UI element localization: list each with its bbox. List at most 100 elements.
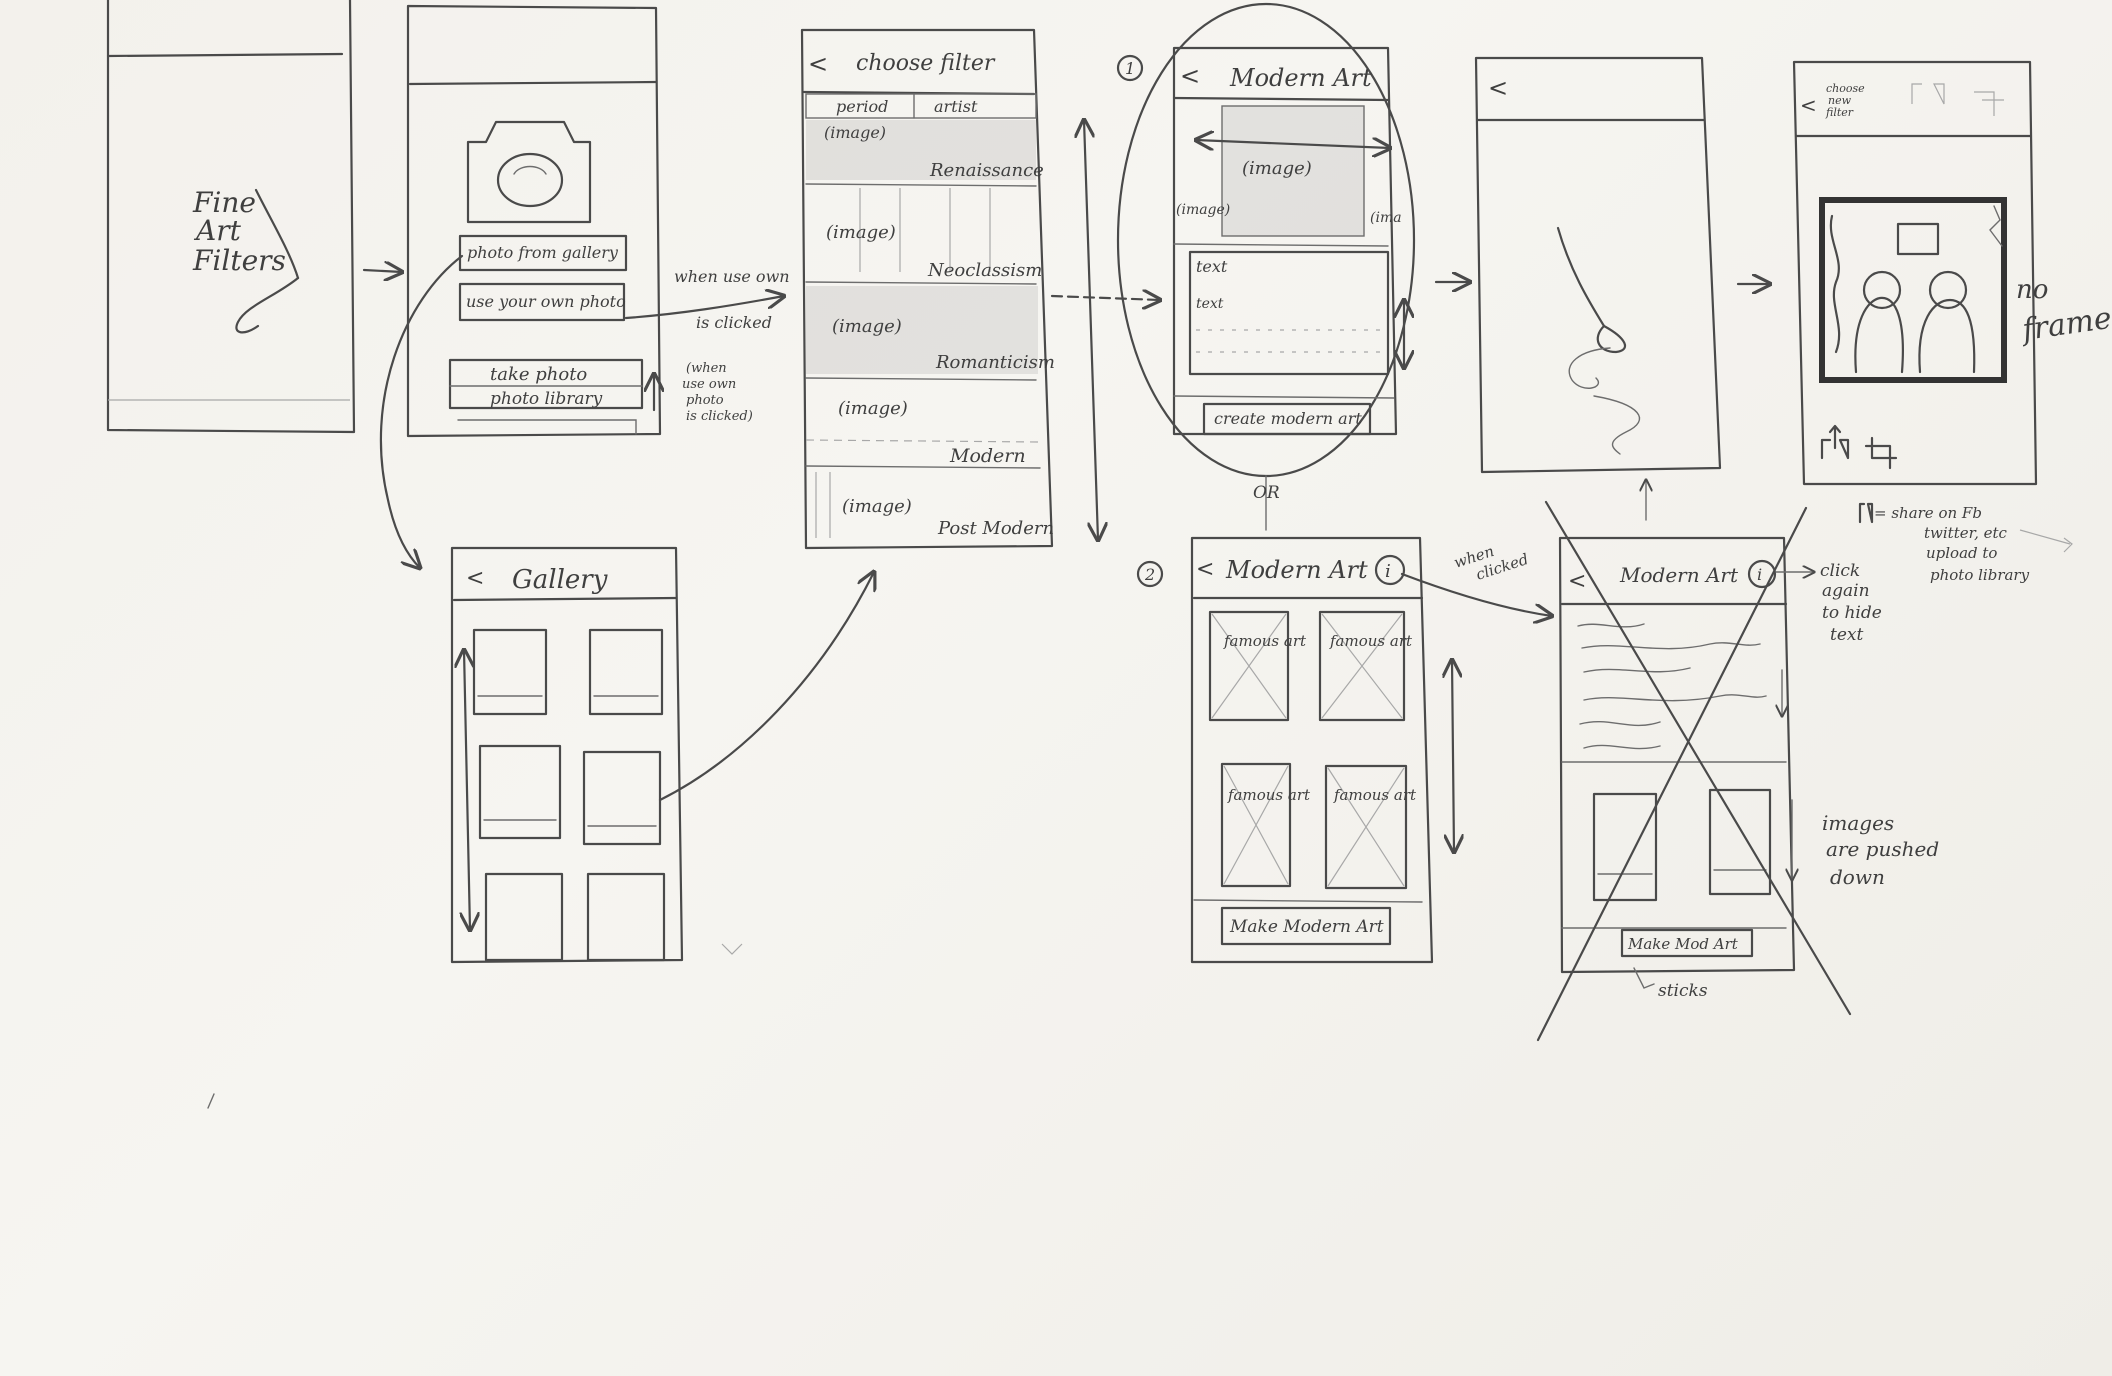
- grid-title: Modern Art: [1225, 556, 1368, 584]
- info-icon: i: [1757, 565, 1762, 584]
- svg-text:upload to: upload to: [1926, 544, 1997, 562]
- grid-back-button[interactable]: <: [1196, 557, 1214, 582]
- result-artwork: [1819, 197, 2007, 383]
- svg-text:(image): (image): [826, 222, 896, 243]
- note-no-frame-1: no: [2016, 275, 2048, 305]
- info-button[interactable]: i: [1374, 554, 1406, 586]
- gallery-back-button[interactable]: <: [466, 566, 484, 591]
- carousel-image-left: (image): [1176, 202, 1230, 218]
- svg-text:is clicked): is clicked): [686, 409, 753, 424]
- share-icon[interactable]: [1820, 424, 1850, 460]
- crossed-title: Modern Art: [1619, 563, 1739, 587]
- gallery-thumb[interactable]: [472, 628, 548, 716]
- create-modern-art-button[interactable]: create modern art: [1202, 402, 1372, 436]
- filter-row[interactable]: (image) Romanticism: [806, 286, 1055, 374]
- gallery-title: Gallery: [512, 565, 608, 595]
- crop-icon[interactable]: [1974, 91, 2004, 116]
- famous-art-cell[interactable]: famous art: [1220, 762, 1311, 888]
- choose-filter-screen: < choose filter period artist (image) Re…: [800, 28, 1098, 550]
- photo-from-gallery-label: photo from gallery: [467, 243, 619, 262]
- filter-row[interactable]: (image) Post Modern: [815, 472, 1054, 539]
- svg-text:Romanticism: Romanticism: [935, 352, 1055, 373]
- gallery-thumb[interactable]: [586, 872, 666, 962]
- loading-back-button[interactable]: <: [1488, 74, 1508, 102]
- svg-text:famous art: famous art: [1333, 786, 1417, 804]
- svg-text:(image): (image): [838, 398, 908, 419]
- tab-period[interactable]: period: [836, 97, 888, 116]
- svg-text:is clicked: is clicked: [696, 313, 772, 332]
- svg-text:click: click: [1820, 561, 1860, 581]
- photo-library-button[interactable]: photo library: [490, 389, 603, 409]
- note-share: = share on Fb twitter, etc upload to pho…: [1858, 502, 2073, 584]
- photo-library-label: photo library: [490, 389, 603, 409]
- use-your-own-photo-button[interactable]: use your own photo: [458, 282, 626, 322]
- crossed-out-screen: < Modern Art i Make Mod Art: [1536, 480, 1939, 1042]
- detail-back-button[interactable]: <: [1180, 62, 1200, 90]
- svg-text:text: text: [1830, 625, 1863, 645]
- scroll-indicator: [1452, 660, 1454, 852]
- gallery-thumb[interactable]: [582, 750, 662, 846]
- svg-text:again: again: [1822, 581, 1870, 601]
- filter-title: choose filter: [856, 51, 996, 76]
- create-modern-art-label: create modern art: [1214, 409, 1362, 428]
- action-sheet: take photo photo library: [448, 358, 644, 435]
- gallery-screen: < Gallery: [450, 546, 743, 964]
- back-chevron: <: [1800, 93, 1817, 117]
- svg-text:filter: filter: [1825, 106, 1854, 119]
- famous-art-cell[interactable]: famous art: [1318, 610, 1413, 722]
- camera-icon: [466, 120, 592, 224]
- scroll-indicator: [1084, 120, 1098, 540]
- svg-text:Neoclassism: Neoclassism: [927, 260, 1042, 281]
- crossed-out-mark: [1536, 500, 1852, 1042]
- choose-new-filter-button[interactable]: < choose new filter: [1800, 82, 1865, 119]
- svg-text:= share on Fb: = share on Fb: [1874, 504, 1982, 522]
- info-button[interactable]: i: [1747, 559, 1777, 589]
- filter-back-button[interactable]: <: [808, 50, 828, 78]
- detail-title: Modern Art: [1229, 64, 1372, 92]
- famous-art-cell[interactable]: famous art: [1208, 610, 1307, 722]
- photo-from-gallery-button[interactable]: photo from gallery: [458, 234, 628, 272]
- note-no-frame-2: frame: [2018, 301, 2112, 348]
- svg-text:famous art: famous art: [1227, 786, 1311, 804]
- filter-row[interactable]: (image) Renaissance: [806, 120, 1044, 181]
- take-photo-button[interactable]: take photo: [490, 364, 587, 385]
- gallery-thumb[interactable]: [478, 744, 562, 840]
- filter-row[interactable]: (image) Neoclassism: [826, 188, 1042, 281]
- note-when-clicked: when clicked: [1400, 542, 1552, 616]
- image-carousel[interactable]: (image) (image) (ima: [1176, 105, 1402, 237]
- filter-row[interactable]: (image) Modern: [805, 398, 1041, 467]
- make-modern-art-button[interactable]: Make Modern Art: [1220, 906, 1392, 946]
- svg-text:(image): (image): [832, 316, 902, 337]
- or-label: OR: [1253, 483, 1280, 503]
- svg-text:photo: photo: [686, 393, 724, 408]
- note-when-use-own-clicked: when use own is clicked: [624, 267, 790, 332]
- stray-mark: [207, 1093, 215, 1109]
- svg-text:are pushed: are pushed: [1826, 837, 1939, 861]
- svg-text:(image): (image): [842, 496, 912, 517]
- svg-text:use own: use own: [682, 377, 736, 392]
- info-text-box: text text: [1188, 250, 1404, 376]
- svg-text:(when: (when: [686, 361, 727, 376]
- gallery-grid: [472, 628, 666, 962]
- make-mod-art-label: Make Mod Art: [1627, 935, 1739, 953]
- splash-screen: Fine Art Filters: [106, 0, 356, 434]
- crop-icon[interactable]: [1864, 436, 1898, 470]
- expanded-text-area: [1577, 623, 1782, 750]
- arrow-home-to-gallery: [379, 254, 464, 568]
- gallery-thumb[interactable]: [484, 872, 564, 962]
- tab-artist[interactable]: artist: [934, 97, 978, 116]
- crossed-back-button[interactable]: <: [1568, 569, 1586, 594]
- make-mod-art-button[interactable]: Make Mod Art: [1620, 928, 1754, 958]
- note-images-pushed-down: images are pushed down: [1822, 811, 1939, 889]
- option-2-number: 2: [1144, 565, 1155, 584]
- famous-art-cell[interactable]: famous art: [1324, 764, 1417, 890]
- gallery-thumb[interactable]: [588, 628, 664, 716]
- paintbrush-icon: [1556, 226, 1640, 455]
- share-icon[interactable]: [1911, 83, 1945, 105]
- arrow-splash-to-home: [362, 270, 402, 272]
- carousel-image-right: (ima: [1370, 210, 1402, 226]
- svg-text:new: new: [1828, 94, 1852, 107]
- svg-text:sticks: sticks: [1658, 981, 1708, 1001]
- carousel-image-center: (image): [1242, 158, 1312, 179]
- svg-text:famous art: famous art: [1223, 632, 1307, 650]
